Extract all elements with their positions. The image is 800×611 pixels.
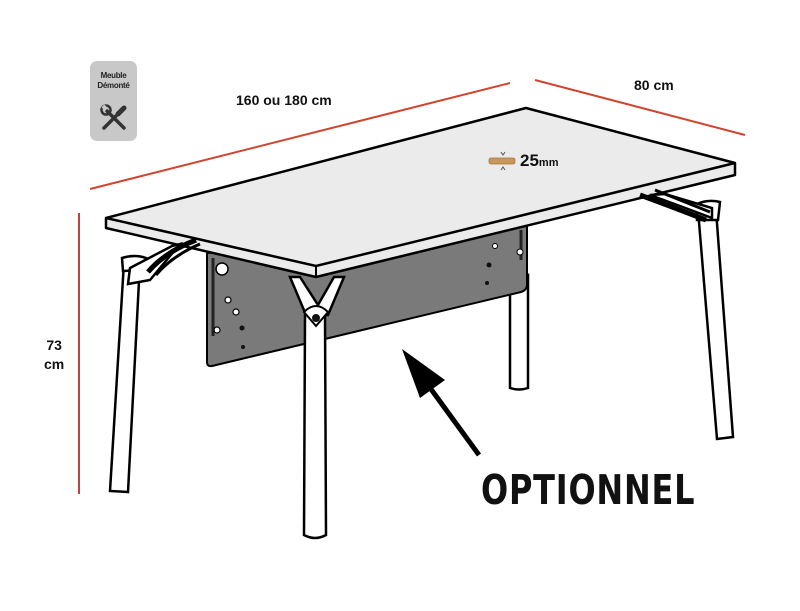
badge-text: Meuble Démonté xyxy=(90,71,137,91)
height-label: 73 cm xyxy=(44,336,64,374)
height-value: 73 xyxy=(46,337,62,353)
optional-arrow-icon xyxy=(402,349,482,457)
front-right-leg xyxy=(639,188,735,441)
badge-line-1: Meuble xyxy=(100,71,127,80)
badge-line-2: Démonté xyxy=(97,81,130,90)
length-dimension-line xyxy=(89,82,511,190)
disassembled-badge: Meuble Démonté xyxy=(90,61,137,141)
depth-dimension-line xyxy=(534,79,746,136)
back-right-leg xyxy=(508,273,530,391)
thickness-value: 25mm xyxy=(520,151,558,171)
wrench-screwdriver-icon xyxy=(100,104,127,130)
wood-plank-icon xyxy=(488,151,516,171)
thickness-number: 25 xyxy=(520,151,539,170)
length-label: 160 ou 180 cm xyxy=(236,92,332,108)
thickness-unit: mm xyxy=(538,157,559,169)
height-unit: cm xyxy=(44,356,65,372)
front-left-leg xyxy=(108,237,201,494)
depth-label: 80 cm xyxy=(634,77,674,93)
tabletop xyxy=(104,106,737,279)
front-center-leg xyxy=(288,275,346,540)
optional-callout-label: OPTIONNEL xyxy=(481,466,696,514)
